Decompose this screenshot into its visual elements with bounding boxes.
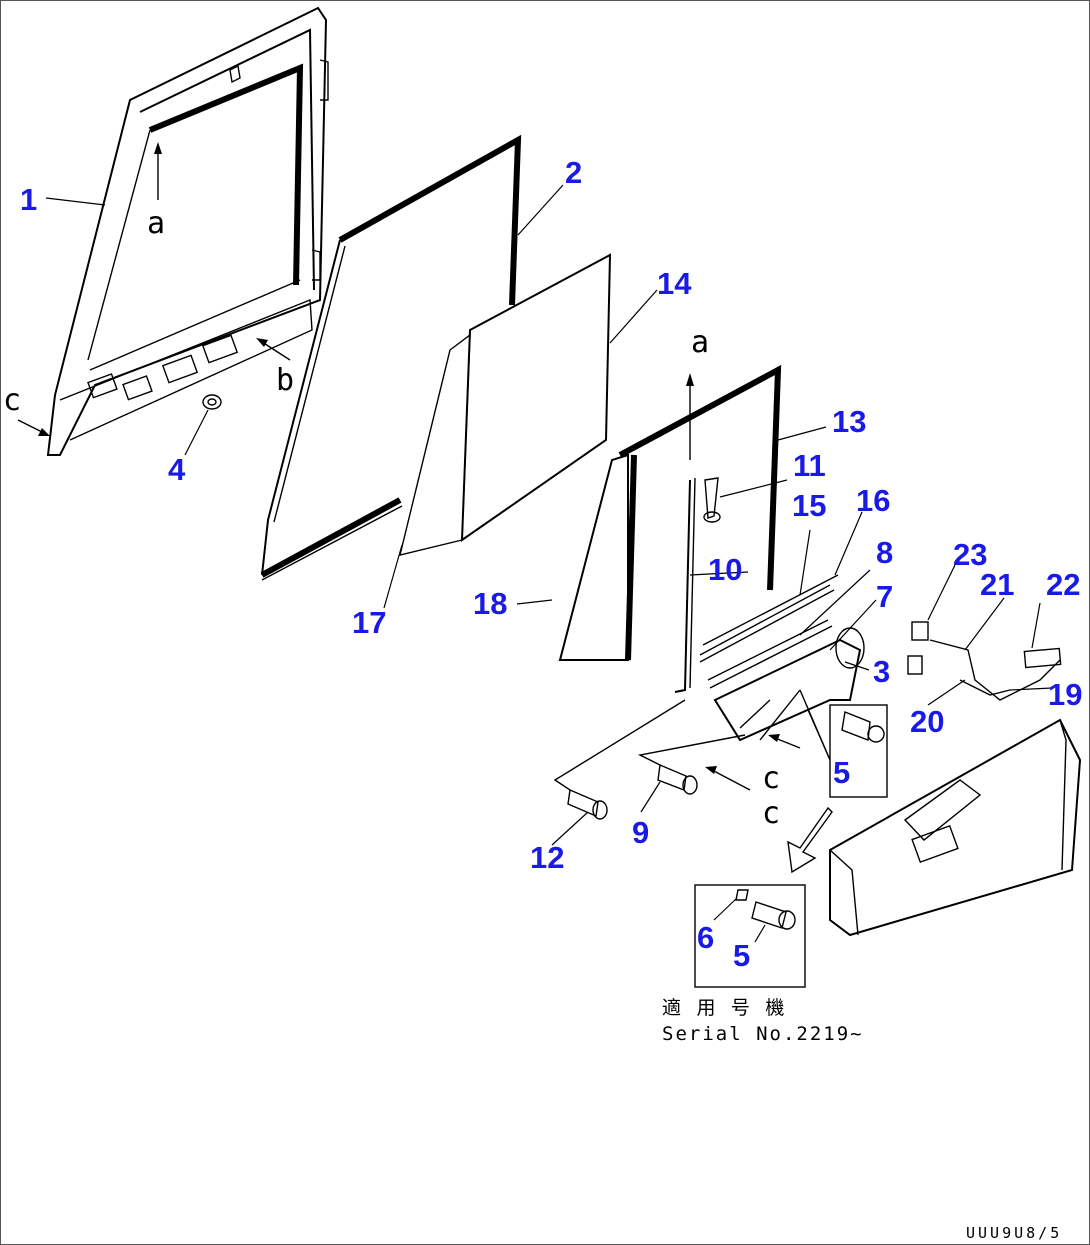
callout-10: 10 — [708, 552, 742, 587]
door-trim-panel — [829, 718, 1082, 937]
clip-part — [202, 394, 222, 410]
drawing-code: UUU9U8/5 — [966, 1224, 1062, 1242]
ref-a-right: a — [691, 325, 709, 360]
bolt-9 — [657, 763, 698, 795]
leader-lines-bolts — [553, 699, 746, 791]
serial-note-number: Serial No.2219~ — [662, 1023, 864, 1045]
callout-12: 12 — [530, 840, 564, 875]
callout-11: 11 — [793, 448, 826, 483]
callout-14: 14 — [657, 266, 692, 301]
run-channel — [618, 364, 782, 591]
window-rails — [699, 574, 839, 689]
reference-letters: a a b c c c — [3, 206, 780, 831]
callout-leaders — [45, 184, 1053, 943]
bolt-12 — [567, 788, 608, 820]
reference-arrows-door — [17, 142, 291, 436]
ref-c-lower2: c — [762, 796, 780, 831]
callout-20: 20 — [910, 704, 944, 739]
reference-arrows-c — [705, 734, 801, 791]
screw-11 — [703, 477, 721, 523]
callout-19: 19 — [1048, 677, 1082, 712]
callout-18: 18 — [473, 586, 507, 621]
callout-9: 9 — [632, 815, 649, 850]
detail-arrow — [787, 806, 833, 874]
glass-panel — [460, 253, 612, 542]
callout-6: 6 — [697, 920, 714, 955]
ref-a-top: a — [147, 206, 165, 241]
callout-3: 3 — [873, 654, 890, 689]
callout-1: 1 — [20, 182, 37, 217]
callout-15: 15 — [792, 488, 826, 523]
ref-c-lower1: c — [762, 761, 780, 796]
detail-box — [694, 884, 806, 988]
ref-b: b — [276, 363, 294, 398]
callout-7: 7 — [876, 579, 893, 614]
guide-channel — [674, 477, 696, 693]
door-frame — [46, 6, 329, 456]
reference-arrow-a — [686, 373, 694, 460]
callout-8: 8 — [876, 535, 893, 570]
wiring-harness — [907, 621, 1062, 701]
callout-labels: 1 2 3 4 5 5 6 7 8 9 10 11 12 13 14 15 16… — [20, 155, 1082, 973]
sash-frame — [558, 453, 637, 661]
callout-21: 21 — [980, 567, 1014, 602]
bolt-box-5 — [829, 704, 888, 798]
callout-13: 13 — [832, 404, 866, 439]
callout-17: 17 — [352, 605, 386, 640]
callout-5-upper: 5 — [833, 755, 850, 790]
ref-c-left: c — [3, 383, 21, 418]
callout-16: 16 — [856, 483, 890, 518]
callout-4: 4 — [168, 452, 186, 487]
callout-2: 2 — [565, 155, 582, 190]
glass-seal — [260, 134, 522, 581]
serial-note-title: 適 用 号 機 — [662, 997, 786, 1019]
callout-23: 23 — [953, 537, 987, 572]
glass-piece-17 — [399, 333, 471, 556]
callout-22: 22 — [1046, 567, 1080, 602]
callout-5-detail: 5 — [733, 938, 750, 973]
